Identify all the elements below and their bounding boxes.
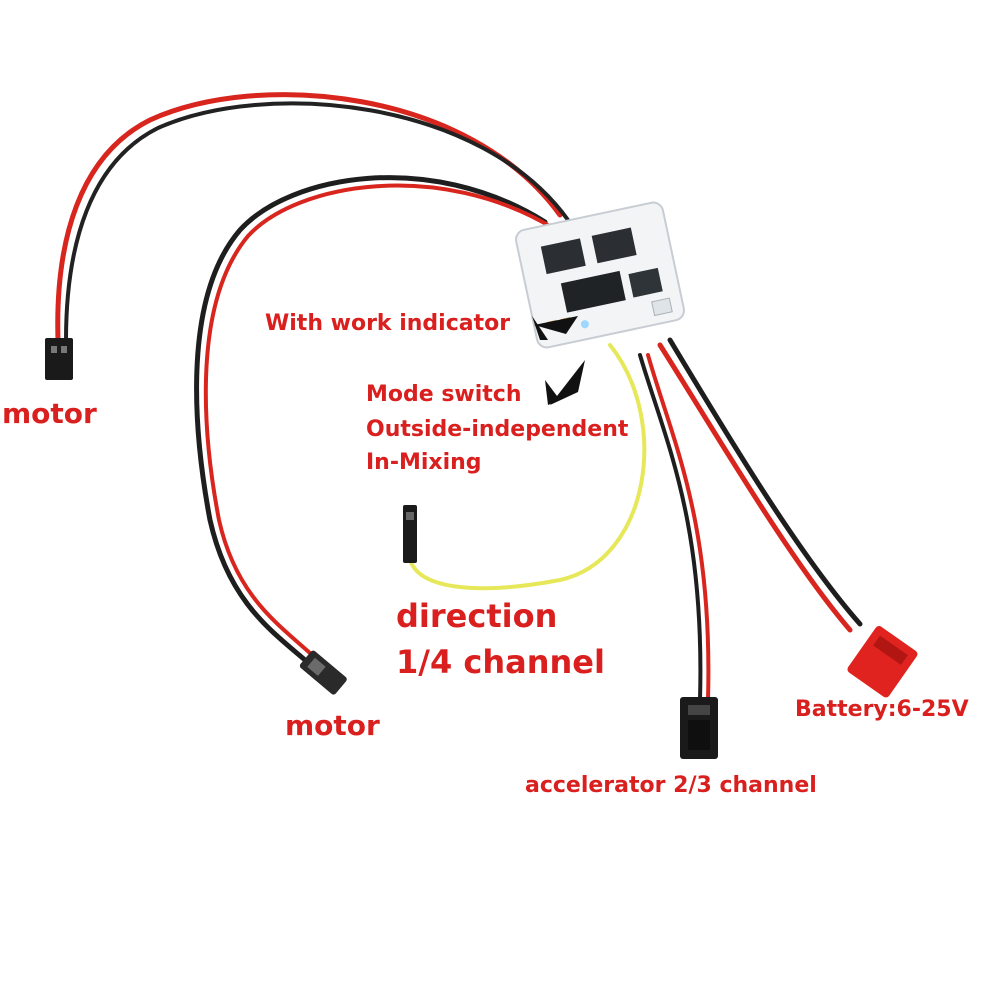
arrow-mode-switch <box>545 360 585 405</box>
direction-label: direction <box>396 597 558 635</box>
motor-left-connector <box>45 338 73 380</box>
direction-channel-label: 1/4 channel <box>396 643 605 681</box>
battery-wire <box>657 337 863 633</box>
direction-wire <box>408 343 647 591</box>
mode-switch-independent-label: Outside-independent <box>366 417 629 442</box>
motor-bottom-wire <box>194 175 555 663</box>
mode-switch-mixing-label: In-Mixing <box>366 450 482 475</box>
accelerator-wire <box>638 353 711 702</box>
motor-left-wire <box>55 92 570 343</box>
accelerator-connector <box>680 697 718 759</box>
motor-bottom-label: motor <box>285 709 380 742</box>
work-indicator-label: With work indicator <box>265 311 511 336</box>
mode-switch-label: Mode switch <box>366 382 522 407</box>
motor-bottom-connector <box>299 650 347 695</box>
direction-connector <box>403 505 417 563</box>
motor-left-label: motor <box>2 397 97 430</box>
accelerator-label: accelerator 2/3 channel <box>525 773 817 798</box>
battery-label: Battery:6-25V <box>795 697 969 722</box>
arrow-work-indicator <box>532 316 578 340</box>
esc-board <box>515 201 685 349</box>
battery-connector <box>847 626 918 698</box>
